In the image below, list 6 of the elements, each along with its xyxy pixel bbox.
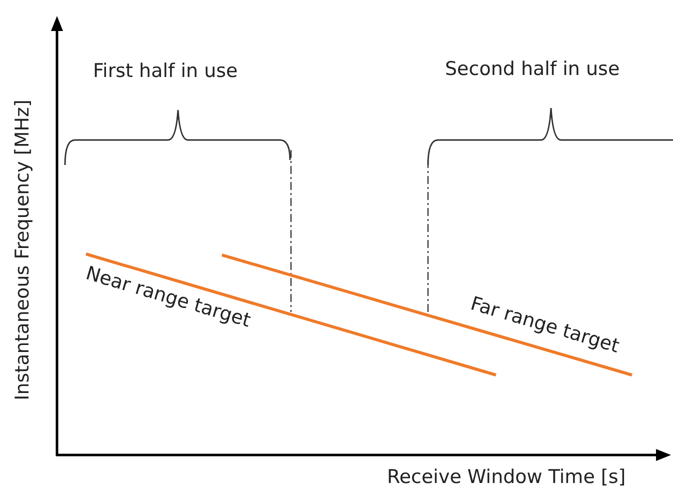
- axis-title: Receive Window Time [s]: [387, 466, 626, 488]
- line-label: Near range target: [83, 262, 254, 332]
- line-label: Far range target: [468, 292, 622, 358]
- axis-title: Instantaneous Frequency [MHz]: [10, 100, 33, 400]
- bracket-label: Second half in use: [445, 58, 620, 80]
- bracket-label: First half in use: [93, 60, 238, 82]
